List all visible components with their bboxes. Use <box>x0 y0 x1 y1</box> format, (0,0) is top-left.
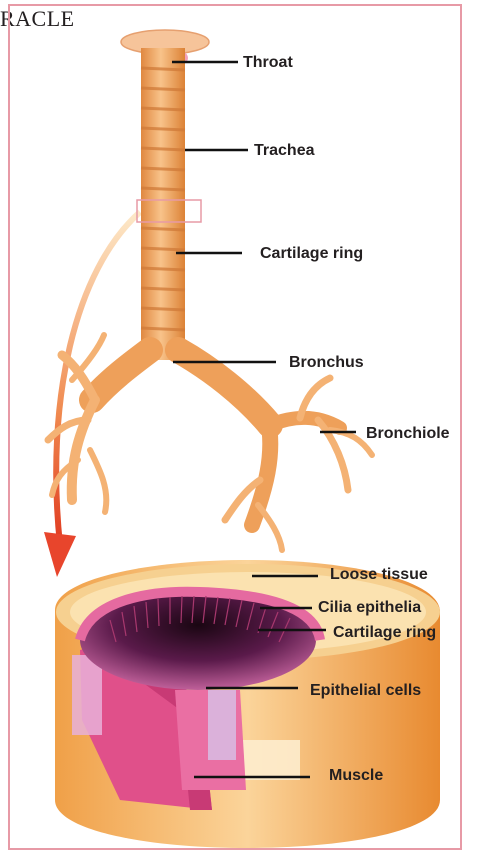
label-throat: Throat <box>243 54 293 71</box>
label-cartilage-ring-top: Cartilage ring <box>260 245 363 262</box>
label-bronchus: Bronchus <box>289 354 364 371</box>
label-epithelial-cells: Epithelial cells <box>310 682 421 699</box>
label-bronchiole: Bronchiole <box>366 425 450 442</box>
label-cilia-epithelia: Cilia epithelia <box>318 599 421 616</box>
label-muscle: Muscle <box>329 767 383 784</box>
cell-layer-right <box>208 690 236 760</box>
label-cartilage-ring-bottom: Cartilage ring <box>333 624 436 641</box>
bronchi <box>92 350 340 525</box>
label-loose-tissue: Loose tissue <box>330 566 428 583</box>
label-trachea: Trachea <box>254 142 315 159</box>
trachea-tube <box>137 48 201 360</box>
cell-layer-left <box>72 655 102 735</box>
